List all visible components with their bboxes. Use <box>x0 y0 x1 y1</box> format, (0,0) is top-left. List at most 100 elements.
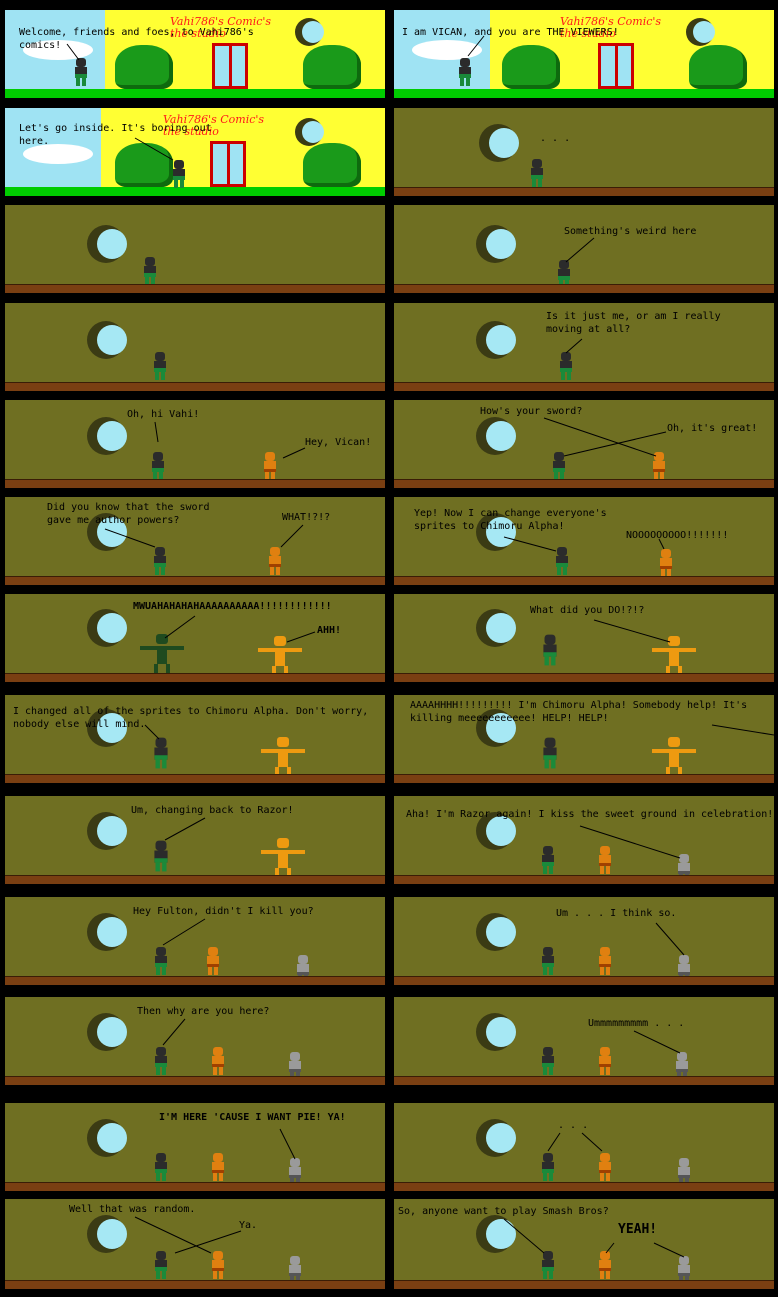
speech-text: . . . <box>558 1120 589 1131</box>
speech-line <box>711 724 774 736</box>
bush <box>689 45 747 89</box>
speech-line <box>279 1128 296 1160</box>
panel-26: So, anyone want to play Smash Bros? YEAH… <box>394 1199 774 1289</box>
moon-icon <box>87 225 127 263</box>
speech-text: NOOOOOOOOO!!!!!!! <box>626 530 729 541</box>
panel-14: What did you DO!?!? <box>394 594 774 682</box>
speech-text: Then why are you here? <box>137 1006 270 1017</box>
speech-line <box>164 615 316 643</box>
vahi-sprite <box>597 1153 613 1181</box>
floor <box>5 977 385 985</box>
bush <box>303 45 361 89</box>
moon-icon <box>87 913 127 951</box>
vican-sprite <box>150 452 166 480</box>
panel-22: Ummmmmmmmm . . . <box>394 997 774 1085</box>
moon-icon <box>87 1119 127 1157</box>
studio-sign: Vahi786's Comic's the studio <box>163 113 265 138</box>
vican-sprite <box>152 840 170 872</box>
speech-text: Yep! Now I can change everyone's sprites… <box>414 508 607 532</box>
floor <box>394 188 774 196</box>
moon-icon <box>87 1013 127 1051</box>
vican-sprite <box>551 452 567 480</box>
speech-text: Something's weird here <box>564 226 697 237</box>
vican-sprite <box>152 352 168 380</box>
vahi-sprite <box>651 452 667 480</box>
studio-sign: Vahi786's Comic's the studio <box>170 15 272 40</box>
panel-24: . . . <box>394 1103 774 1191</box>
panel-19: Hey Fulton, didn't I kill you? <box>5 897 385 985</box>
floor <box>5 876 385 884</box>
door <box>598 43 634 89</box>
speech-text: What did you DO!?!? <box>530 605 645 616</box>
vahi-sprite <box>267 547 283 575</box>
speech-text: Oh, it's great! <box>667 423 758 434</box>
speech-line <box>134 137 174 161</box>
speech-text: Hey, Vican! <box>305 437 372 448</box>
panel-18: Aha! I'm Razor again! I kiss the sweet g… <box>394 796 774 884</box>
speech-line <box>66 43 80 61</box>
vican-sprite <box>152 737 170 769</box>
speech-text: I am VICAN, and you are THE VIEWERS! <box>402 27 619 38</box>
vahi-chimoru-sprite <box>261 838 305 878</box>
floor <box>394 1281 774 1289</box>
floor <box>5 775 385 783</box>
speech-line <box>164 817 206 841</box>
floor <box>394 480 774 488</box>
floor <box>5 674 385 682</box>
speech-text: MWUAHAHAHAHAAAAAAAAAA!!!!!!!!!!!! <box>133 601 332 612</box>
speech-line <box>162 918 206 946</box>
speech-text: YEAH! <box>618 1222 658 1237</box>
moon-icon <box>476 709 516 747</box>
moon-icon <box>479 124 519 162</box>
vahi-sprite <box>597 1047 613 1075</box>
moon-icon <box>476 513 516 551</box>
moon-icon <box>476 225 516 263</box>
floor <box>5 1281 385 1289</box>
moon-icon <box>476 913 516 951</box>
panel-20: Um . . . I think so. <box>394 897 774 985</box>
grass <box>5 187 385 196</box>
panel-9: Oh, hi Vahi! Hey, Vican! <box>5 400 385 488</box>
vican-sprite <box>540 846 556 874</box>
floor <box>5 1183 385 1191</box>
grass <box>5 89 385 98</box>
panel-16: AAAAHHHH!!!!!!!!! I'm Chimoru Alpha! Som… <box>394 695 774 783</box>
speech-line <box>503 536 665 552</box>
speech-text: I'M HERE 'CAUSE I WANT PIE! YA! <box>159 1112 346 1123</box>
vican-chimoru-sprite <box>140 634 184 674</box>
floor <box>5 383 385 391</box>
vican-sprite <box>153 1251 169 1279</box>
speech-text: How's your sword? <box>480 406 583 417</box>
vahi-sprite <box>658 549 674 577</box>
vahi-sprite <box>210 1153 226 1181</box>
moon-icon <box>295 18 324 46</box>
vican-sprite <box>541 737 559 769</box>
moon-icon <box>87 321 127 359</box>
vahi-sprite <box>262 452 278 480</box>
floor <box>394 577 774 585</box>
panel-21: Then why are you here? <box>5 997 385 1085</box>
vican-sprite <box>153 1047 169 1075</box>
speech-line <box>162 1018 186 1046</box>
cloud <box>412 40 482 60</box>
vican-sprite <box>153 947 169 975</box>
panel-15: I changed all of the sprites to Chimoru … <box>5 695 385 783</box>
vican-sprite <box>554 547 570 575</box>
panel-11: Did you know that the sword gave me auth… <box>5 497 385 585</box>
speech-line <box>633 1030 681 1054</box>
speech-text: Um, changing back to Razor! <box>131 805 294 816</box>
vican-sprite <box>153 1153 169 1181</box>
moon-icon <box>87 1215 127 1253</box>
vahi-sprite <box>597 947 613 975</box>
moon-icon <box>686 18 715 46</box>
vican-sprite <box>540 1251 556 1279</box>
speech-text: . . . <box>540 133 571 144</box>
floor <box>394 775 774 783</box>
floor <box>5 577 385 585</box>
speech-line <box>104 524 304 548</box>
floor <box>394 383 774 391</box>
panel-6: Something's weird here <box>394 205 774 293</box>
speech-line <box>547 1132 603 1152</box>
vahi-sprite <box>205 947 221 975</box>
floor <box>394 1077 774 1085</box>
